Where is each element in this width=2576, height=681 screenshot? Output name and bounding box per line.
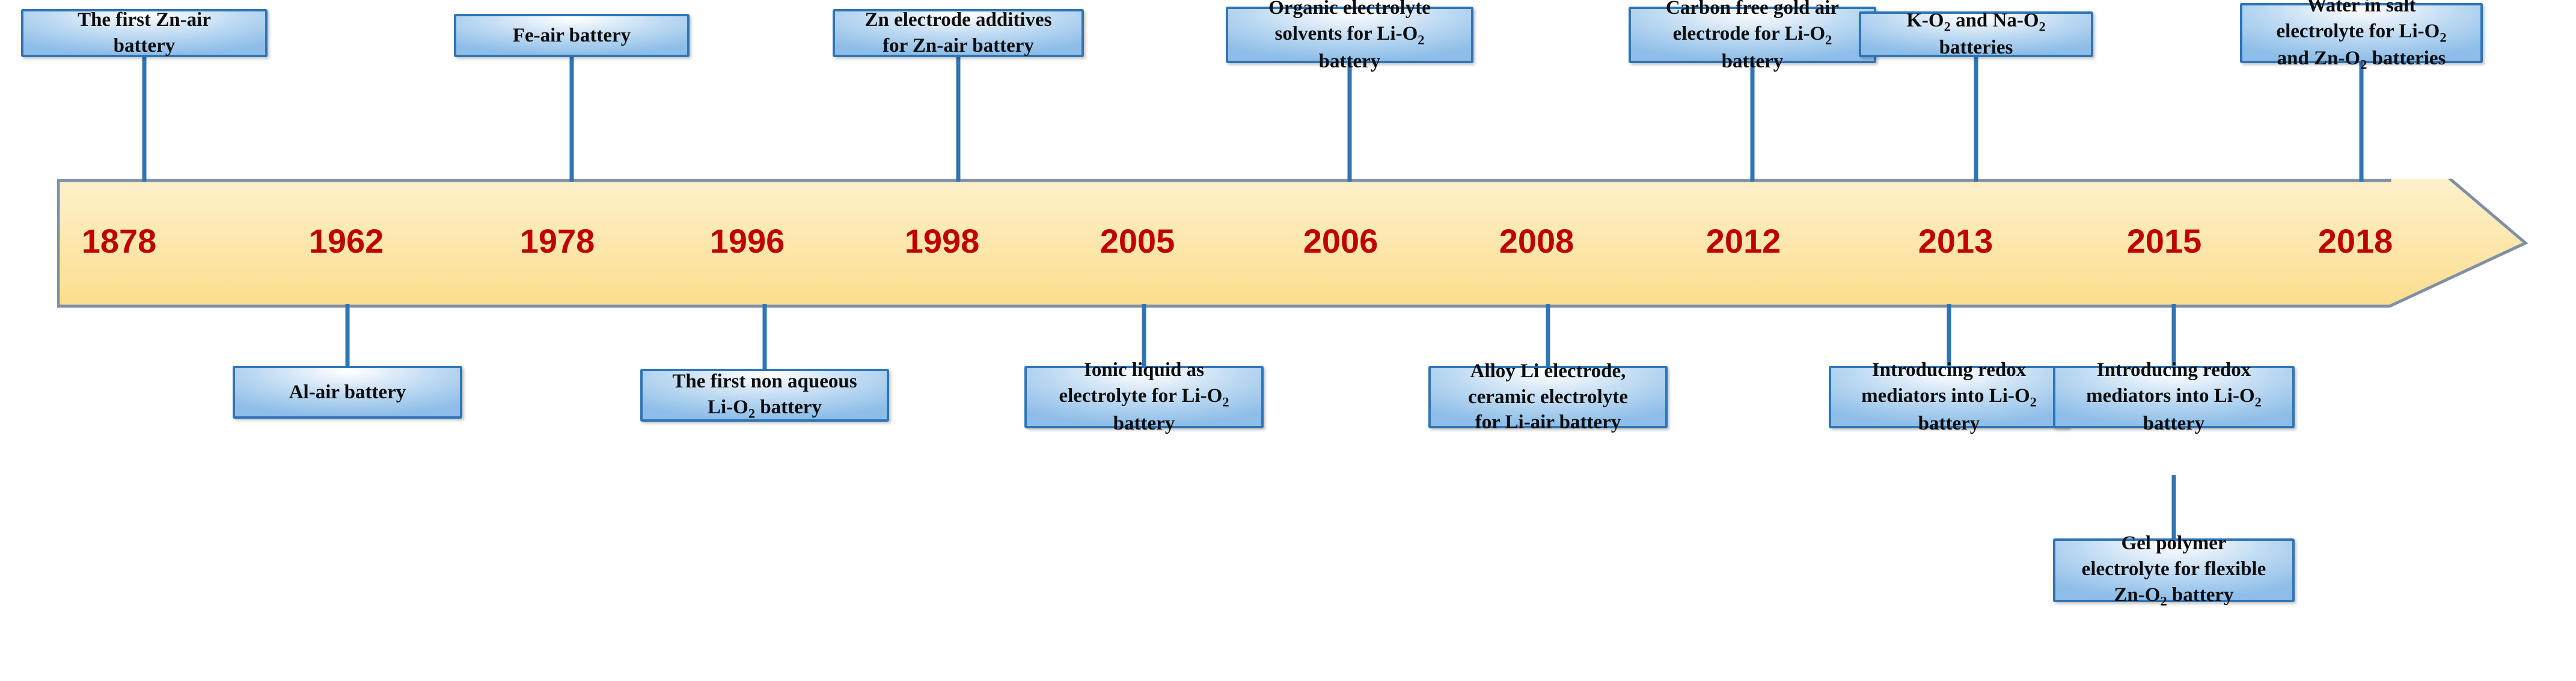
year-label-1878: 1878 xyxy=(81,222,157,260)
event-box-label: Al-air battery xyxy=(289,381,406,403)
connector-stem-1878 xyxy=(142,55,147,182)
connector-stem-2008 xyxy=(1546,304,1550,367)
connector-stem-2015-upper xyxy=(1974,55,1978,182)
connector-stem-2006 xyxy=(1347,63,1352,182)
connector-stem-1996 xyxy=(762,304,767,370)
connector-stem-1978 xyxy=(569,57,574,182)
year-label-1996: 1996 xyxy=(709,222,785,260)
year-label-2006: 2006 xyxy=(1303,222,1378,260)
year-label-1978: 1978 xyxy=(519,222,595,260)
connector-stem-2013 xyxy=(1947,304,1951,367)
year-label-2008: 2008 xyxy=(1499,222,1574,260)
year-label-2018: 2018 xyxy=(2317,222,2393,260)
event-box-al-air-battery[interactable]: Al-air battery xyxy=(233,366,462,419)
connector-stem-2018 xyxy=(2359,63,2364,182)
timeline-arrow-shape xyxy=(57,179,2528,308)
connector-stem-2012 xyxy=(1750,63,1755,182)
year-label-2013: 2013 xyxy=(1918,222,1993,260)
event-box-label: Fe-air battery xyxy=(512,24,631,46)
connector-stem-1998 xyxy=(956,55,961,182)
year-label-2015: 2015 xyxy=(2126,222,2202,260)
year-label-2012: 2012 xyxy=(1706,222,1781,260)
connector-stem-gel-polymer xyxy=(2171,475,2176,538)
connector-stem-2015-lower xyxy=(2171,304,2176,367)
year-label-2005: 2005 xyxy=(1100,222,1175,260)
connector-stem-1962 xyxy=(345,304,350,367)
event-box-fe-air-battery[interactable]: Fe-air battery xyxy=(454,14,690,57)
year-label-1962: 1962 xyxy=(308,222,384,260)
timeline-arrow xyxy=(57,179,2528,308)
year-label-1998: 1998 xyxy=(904,222,980,260)
connector-stem-2005 xyxy=(1142,304,1146,367)
